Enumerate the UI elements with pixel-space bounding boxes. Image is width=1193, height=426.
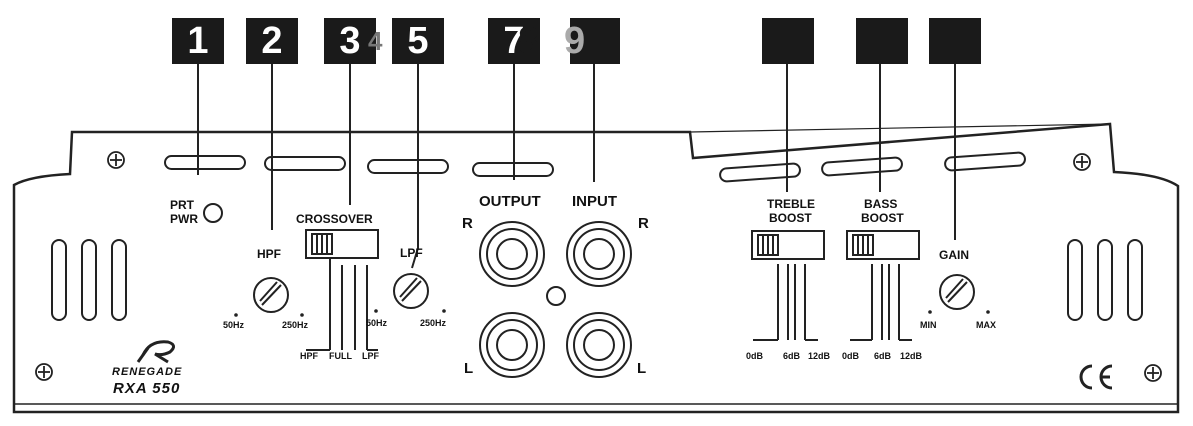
ce-label: CE bbox=[1090, 392, 1091, 393]
bass-label: BASS bbox=[864, 197, 898, 211]
screw-bottom-right bbox=[1144, 364, 1162, 382]
output-l-jack bbox=[479, 312, 545, 378]
prt-pwr-led bbox=[203, 203, 223, 223]
treble-boost-switch bbox=[751, 230, 825, 341]
bass-12db-label: 12dB bbox=[900, 351, 923, 361]
lpf-label: LPF bbox=[400, 246, 423, 260]
panel-outline bbox=[12, 122, 1180, 414]
screw-top-right bbox=[1073, 153, 1091, 171]
hpf-knob bbox=[253, 277, 289, 313]
callout-3: 3 bbox=[324, 18, 376, 64]
output-r-label: R bbox=[462, 215, 473, 232]
leader-5 bbox=[411, 64, 419, 269]
callout-2: 2 bbox=[246, 18, 298, 64]
output-r-jack bbox=[479, 221, 545, 287]
output-label: OUTPUT bbox=[479, 193, 541, 210]
treble-12db-label: 12dB bbox=[808, 351, 831, 361]
bass-6db-label: 6dB bbox=[874, 351, 892, 361]
callout-8: 8 bbox=[518, 20, 540, 62]
input-r-jack bbox=[566, 221, 632, 287]
lpf-250hz-label: 250Hz bbox=[420, 318, 447, 328]
output-l-label: L bbox=[464, 360, 474, 377]
bass-boost-switch bbox=[846, 230, 920, 341]
input-l-label: L bbox=[637, 360, 647, 377]
treble-label: TREBLE bbox=[767, 197, 815, 211]
ce-mark bbox=[1079, 364, 1113, 390]
screw-top-left bbox=[107, 151, 125, 169]
lpf-50hz-label: 50Hz bbox=[366, 318, 388, 328]
crossover-full-label: FULL bbox=[329, 351, 352, 361]
treble-boost-label: BOOST bbox=[769, 211, 812, 225]
crossover-label: CROSSOVER bbox=[296, 212, 373, 226]
brand-label: RENEGADE bbox=[112, 366, 183, 378]
bass-boost-label: BOOST bbox=[861, 211, 904, 225]
gain-label: GAIN bbox=[939, 248, 969, 262]
prt-label: PRT bbox=[170, 198, 194, 212]
callout-4: 4 bbox=[368, 26, 383, 56]
callout-treble-box bbox=[762, 18, 814, 64]
hpf-label: HPF bbox=[257, 247, 281, 261]
crossover-lpf-label: LPF bbox=[362, 351, 379, 361]
input-label: INPUT bbox=[572, 193, 617, 210]
input-r-label: R bbox=[638, 215, 649, 232]
treble-0db-label: 0dB bbox=[746, 351, 764, 361]
model-label: RXA 550 bbox=[113, 380, 181, 397]
screw-bottom-left bbox=[35, 363, 53, 381]
callout-1: 1 bbox=[172, 18, 224, 64]
lpf-knob bbox=[393, 273, 429, 309]
callout-7: 7 bbox=[488, 18, 540, 64]
callout-bass-box bbox=[856, 18, 908, 64]
callout-9: 9 bbox=[564, 18, 620, 64]
crossover-hpf-label: HPF bbox=[300, 351, 318, 361]
treble-6db-label: 6dB bbox=[783, 351, 801, 361]
hpf-50hz-label: 50Hz bbox=[223, 320, 245, 330]
pwr-label: PWR bbox=[170, 212, 198, 226]
callout-gain-box bbox=[929, 18, 981, 64]
bass-0db-label: 0dB bbox=[842, 351, 860, 361]
gain-max-label: MAX bbox=[976, 320, 996, 330]
callout-9-text: 9 bbox=[564, 20, 586, 62]
hpf-250hz-label: 250Hz bbox=[282, 320, 309, 330]
gain-min-label: MIN bbox=[920, 320, 937, 330]
crossover-switch bbox=[305, 229, 379, 351]
callout-5: 5 bbox=[392, 18, 444, 64]
input-l-jack bbox=[566, 312, 632, 378]
renegade-logo-mark bbox=[136, 340, 175, 364]
gain-knob bbox=[939, 274, 975, 310]
center-led bbox=[546, 286, 566, 306]
